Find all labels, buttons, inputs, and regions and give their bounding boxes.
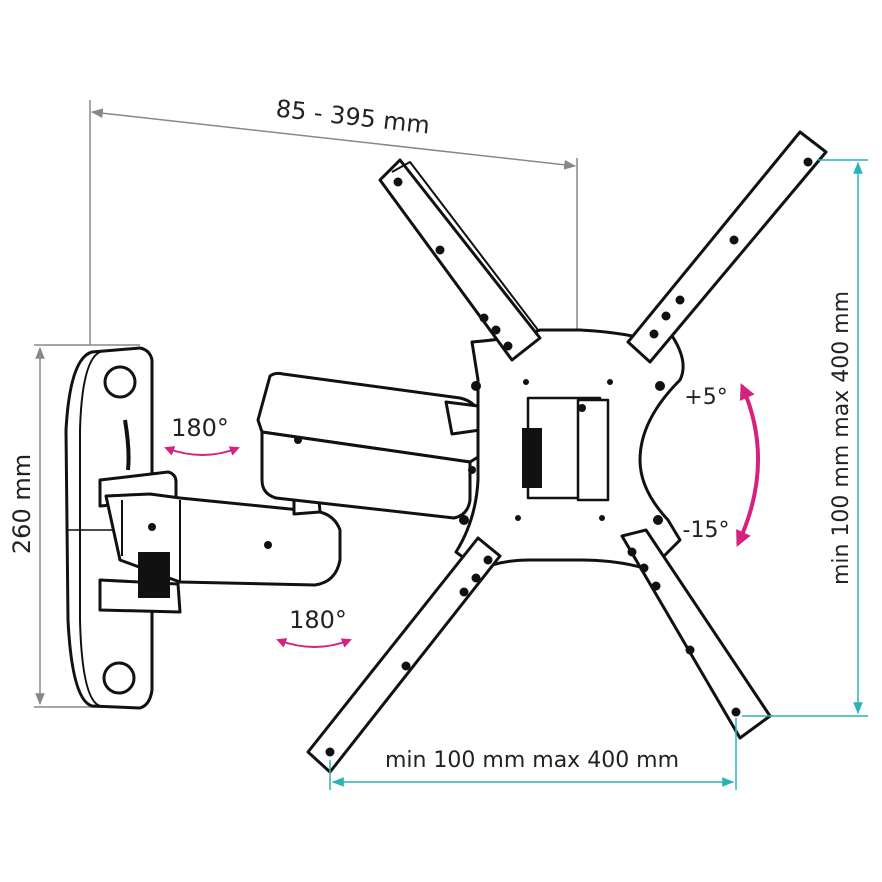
wall-plate-height-dimension: 260 mm (8, 344, 140, 708)
tilt-indicator: +5° -15° (683, 383, 761, 547)
vesa-rail-bottom-right (620, 528, 772, 740)
arm-extension-label: 85 - 395 mm (274, 95, 431, 140)
vesa-plate (454, 328, 685, 572)
wall-plate (64, 346, 154, 710)
vesa-horizontal-dimension: min 100 mm max 400 mm (329, 718, 737, 790)
upper-swivel-label: 180° (171, 414, 229, 442)
lower-swivel-indicator: 180° (276, 606, 352, 648)
arm-upper-segment (256, 371, 488, 520)
vesa-vertical-dimension: min 100 mm max 400 mm (742, 159, 868, 717)
tilt-up-label: +5° (684, 385, 727, 410)
upper-swivel-indicator: 180° (164, 414, 240, 456)
wall-plate-height-label: 260 mm (8, 454, 36, 554)
tilt-down-label: -15° (683, 518, 730, 543)
wall-plate-bottom-hole (102, 661, 136, 695)
vesa-rail-top-right (626, 130, 828, 364)
vesa-rail-top-left (378, 158, 542, 362)
vesa-horizontal-label: min 100 mm max 400 mm (385, 748, 679, 773)
wall-plate-top-hole (103, 365, 137, 399)
lower-swivel-label: 180° (289, 606, 347, 634)
vesa-vertical-label: min 100 mm max 400 mm (829, 291, 854, 585)
